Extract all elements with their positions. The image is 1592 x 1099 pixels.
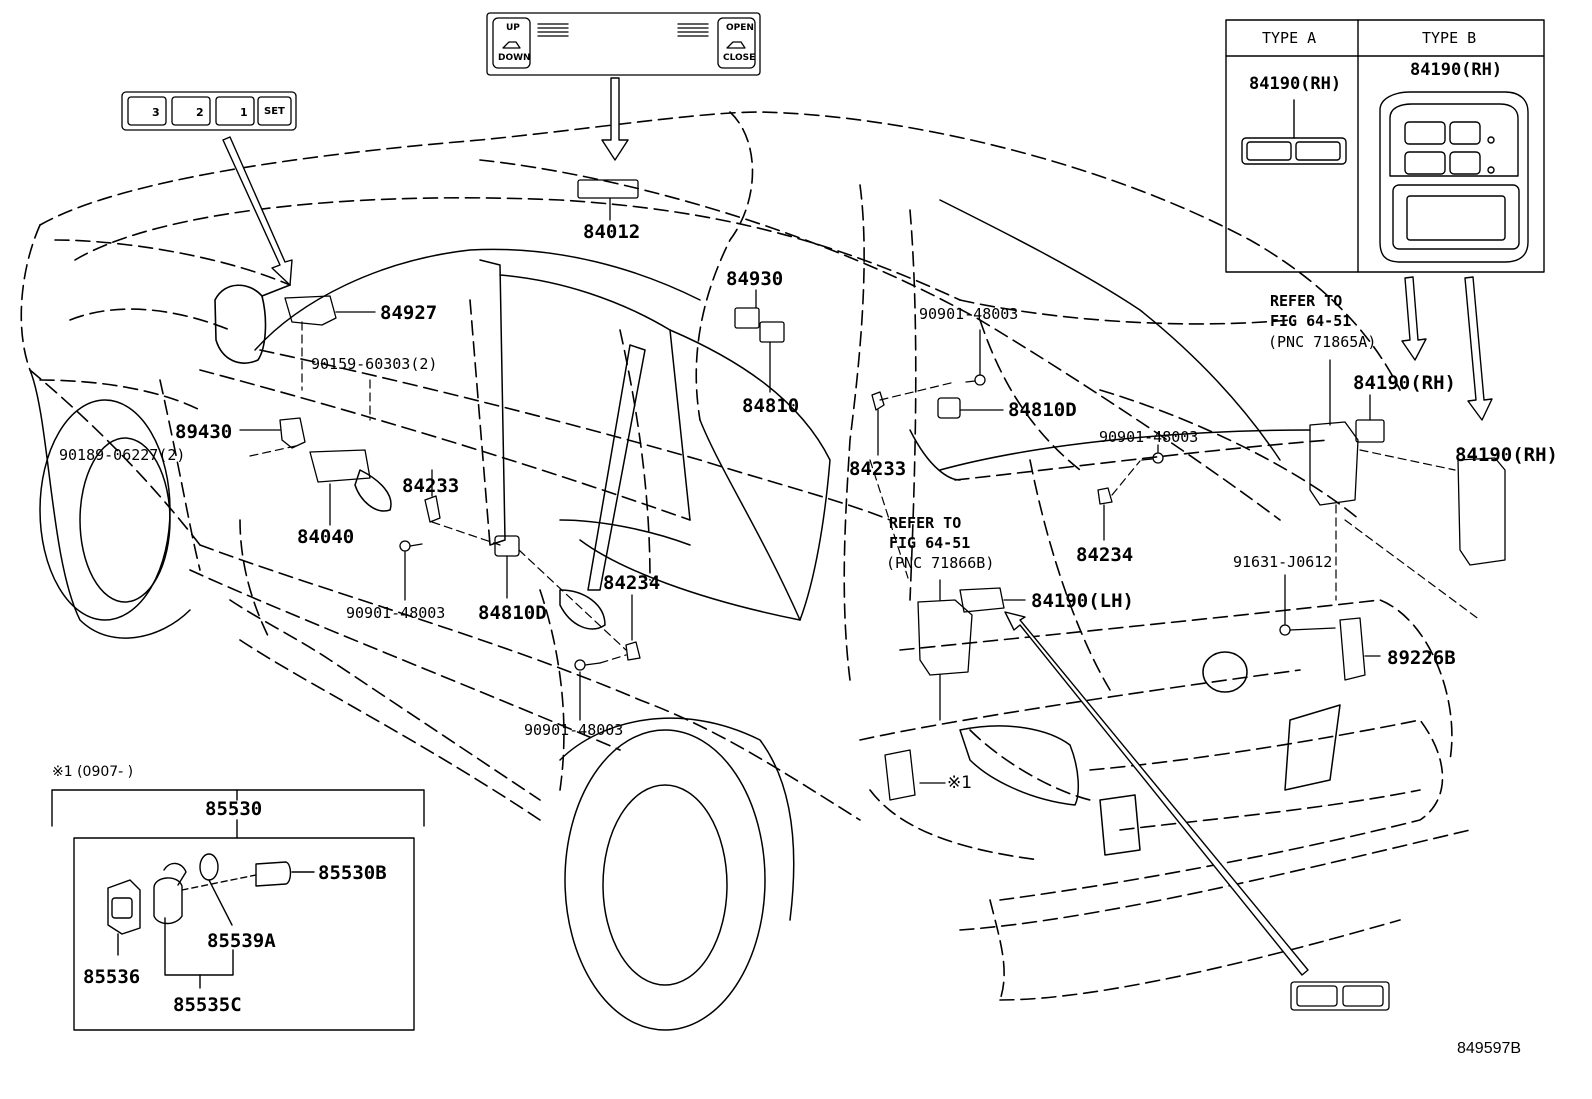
ref-71865a-line2: FIG 64-51 bbox=[1270, 312, 1352, 330]
leader-lines bbox=[249, 321, 1481, 664]
part-84930: 84930 bbox=[726, 268, 784, 290]
part-84810: 84810 bbox=[742, 395, 800, 417]
part-85539A: 85539A bbox=[207, 930, 276, 952]
type-b-part-label: 84190(RH) bbox=[1410, 60, 1503, 80]
footnote-range: ※1 (0907- ) bbox=[52, 764, 134, 780]
part-84233-left: 84233 bbox=[402, 475, 460, 497]
part-90901-right: 90901-48003 bbox=[1099, 428, 1199, 446]
overhead-open-label: OPEN bbox=[726, 23, 754, 33]
part-89226B: 89226B bbox=[1387, 647, 1456, 669]
part-91631: 91631-J0612 bbox=[1233, 553, 1333, 571]
type-table bbox=[1225, 19, 1545, 273]
part-90159: 90159-60303(2) bbox=[311, 355, 438, 373]
part-84234-right: 84234 bbox=[1076, 544, 1134, 566]
part-85535C: 85535C bbox=[173, 994, 242, 1016]
part-90901-left: 90901-48003 bbox=[346, 604, 446, 622]
seat-memory-button-1: 1 bbox=[240, 106, 248, 119]
part-85530B: 85530B bbox=[318, 862, 387, 884]
vehicle-solid-lines bbox=[29, 199, 1341, 1031]
ref-71865a-line1: REFER TO bbox=[1270, 292, 1343, 310]
overhead-down-label: DOWN bbox=[498, 53, 531, 63]
seat-memory-button-3: 3 bbox=[152, 106, 160, 119]
type-a-header: TYPE A bbox=[1262, 29, 1317, 47]
part-84040: 84040 bbox=[297, 526, 355, 548]
part-84810D-top: 84810D bbox=[1008, 399, 1077, 421]
part-85536: 85536 bbox=[83, 966, 141, 988]
type-b-header: TYPE B bbox=[1422, 29, 1477, 47]
part-84927: 84927 bbox=[380, 302, 438, 324]
part-90189: 90189-06227(2) bbox=[59, 446, 186, 464]
overhead-up-label: UP bbox=[506, 23, 520, 33]
footnote-marker: ※1 bbox=[947, 773, 973, 793]
part-90901-bottom: 90901-48003 bbox=[524, 721, 624, 739]
ref-71866b-line1: REFER TO bbox=[889, 514, 962, 532]
part-84234-mid: 84234 bbox=[603, 572, 661, 594]
overhead-switch-inset bbox=[486, 12, 761, 76]
part-84190-rh-type-b: 84190(RH) bbox=[1455, 444, 1558, 466]
part-84190-lh: 84190(LH) bbox=[1031, 590, 1134, 612]
lh-switch-inset bbox=[1290, 981, 1390, 1011]
part-84810D-mid: 84810D bbox=[478, 602, 547, 624]
part-84233-center: 84233 bbox=[849, 458, 907, 480]
callout-arrows bbox=[222, 77, 1493, 976]
ref-71866b-line3: (PNC 71866B) bbox=[886, 554, 995, 572]
ref-71866b-line2: FIG 64-51 bbox=[889, 534, 971, 552]
type-a-part-label: 84190(RH) bbox=[1249, 74, 1342, 94]
seat-memory-button-set: SET bbox=[264, 106, 285, 117]
seat-memory-button-2: 2 bbox=[196, 106, 204, 119]
vehicle-outline bbox=[20, 111, 1471, 1001]
part-84190-rh-type-a: 84190(RH) bbox=[1353, 372, 1456, 394]
part-89430: 89430 bbox=[175, 421, 233, 443]
part-85530: 85530 bbox=[205, 798, 263, 820]
ref-71865a-line3: (PNC 71865A) bbox=[1268, 333, 1377, 351]
seat-memory-switch-inset bbox=[121, 91, 297, 131]
part-90901-top: 90901-48003 bbox=[919, 305, 1019, 323]
overhead-close-label: CLOSE bbox=[723, 53, 756, 63]
part-84012: 84012 bbox=[583, 221, 641, 243]
socket-detail-box bbox=[51, 789, 425, 1031]
component-drawings bbox=[239, 179, 1506, 801]
diagram-id: 849597B bbox=[1457, 1040, 1522, 1057]
